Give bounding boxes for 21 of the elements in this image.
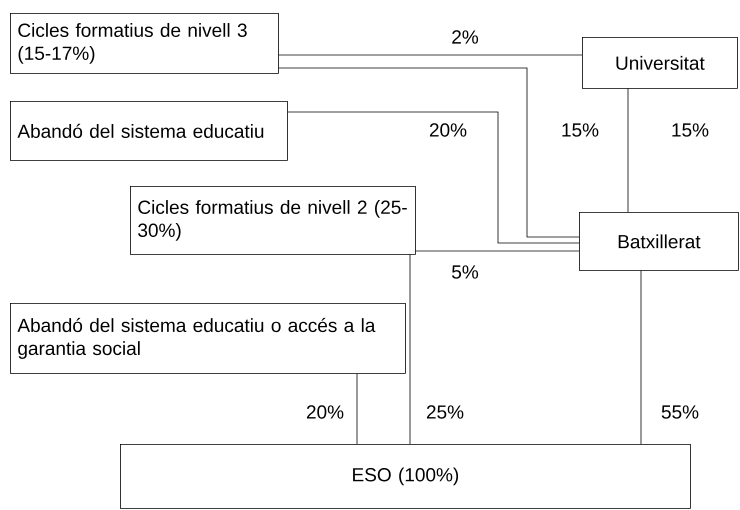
process-box: Batxillerat	[579, 212, 739, 271]
connector-line	[640, 270, 642, 444]
edge-label: 25%	[424, 403, 466, 421]
process-box: Abandó del sistema educatiu o accés a la garantia social	[10, 303, 406, 374]
process-box: ESO (100%)	[120, 444, 691, 509]
process-box: Universitat	[582, 37, 738, 89]
connector-line	[415, 250, 580, 252]
edge-label: 2%	[449, 28, 481, 46]
edge-label: 5%	[449, 263, 481, 281]
process-box: Cicles formatius de nivell 2 (25-30%)	[130, 186, 416, 255]
connector-line	[356, 373, 358, 444]
edge-label: 55%	[658, 403, 701, 421]
connector-line	[278, 54, 582, 56]
edge-label: 15%	[559, 121, 602, 139]
edge-label: 15%	[668, 121, 712, 139]
connector-line	[287, 112, 580, 244]
edge-label: 20%	[426, 121, 470, 139]
process-box: Abandó del sistema educatiu	[10, 101, 288, 161]
process-box: Cicles formatius de nivell 3 (15-17%)	[10, 13, 279, 74]
connector-line	[278, 68, 580, 238]
edge-label: 20%	[304, 403, 346, 421]
